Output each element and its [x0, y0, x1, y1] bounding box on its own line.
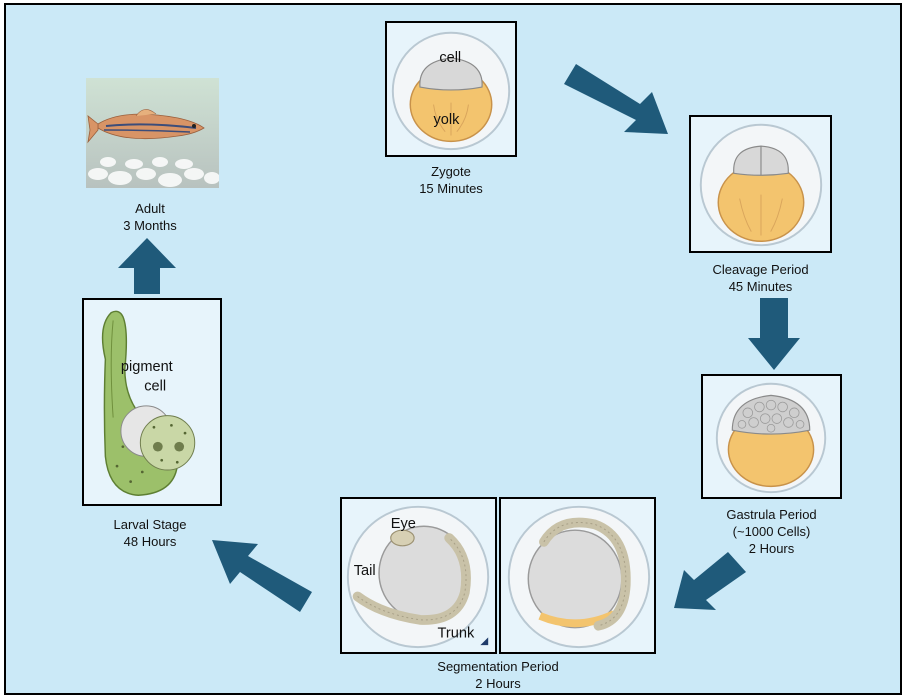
- larval-title: Larval Stage: [90, 516, 210, 533]
- segmentation-label-tail: Tail: [354, 563, 376, 579]
- gastrula-caption: Gastrula Period (~1000 Cells) 2 Hours: [695, 506, 848, 557]
- gastrula-cells: (~1000 Cells): [695, 523, 848, 540]
- cleavage-title: Cleavage Period: [690, 261, 831, 278]
- adult-time: 3 Months: [100, 217, 200, 234]
- larval-caption: Larval Stage 48 Hours: [90, 516, 210, 550]
- segmentation-label-trunk: Trunk: [438, 625, 475, 641]
- zygote-label-yolk: yolk: [434, 112, 461, 128]
- larval-label-pigment: pigment: [121, 359, 173, 375]
- cleavage-time: 45 Minutes: [690, 278, 831, 295]
- gastrula-title: Gastrula Period: [695, 506, 848, 523]
- adult-title: Adult: [100, 200, 200, 217]
- gastrula-illustration: [703, 376, 840, 497]
- larval-illustration: pigment cell: [84, 300, 220, 504]
- zygote-illustration: cell yolk: [387, 23, 515, 155]
- larval-label-cell: cell: [144, 378, 166, 394]
- cleavage-illustration: [691, 117, 830, 251]
- zygote-caption: Zygote 15 Minutes: [405, 163, 497, 197]
- zygote-time: 15 Minutes: [405, 180, 497, 197]
- cleavage-caption: Cleavage Period 45 Minutes: [690, 261, 831, 295]
- segmentation-caption: Segmentation Period 2 Hours: [408, 658, 588, 692]
- segmentation-panel-late: [499, 497, 656, 654]
- zygote-title: Zygote: [405, 163, 497, 180]
- zygote-panel: cell yolk: [385, 21, 517, 157]
- adult-fish-photo: [86, 78, 219, 188]
- adult-caption: Adult 3 Months: [100, 200, 200, 234]
- segmentation-time: 2 Hours: [408, 675, 588, 692]
- segmentation-early-illustration: Eye Tail Trunk: [342, 499, 495, 652]
- gastrula-panel: [701, 374, 842, 499]
- larval-time: 48 Hours: [90, 533, 210, 550]
- zygote-label-cell: cell: [439, 50, 461, 66]
- segmentation-late-illustration: [501, 499, 654, 652]
- segmentation-title: Segmentation Period: [408, 658, 588, 675]
- adult-fish-illustration: [86, 78, 219, 188]
- segmentation-label-eye: Eye: [391, 516, 416, 532]
- segmentation-panel-early: Eye Tail Trunk: [340, 497, 497, 654]
- larval-panel: pigment cell: [82, 298, 222, 506]
- gastrula-time: 2 Hours: [695, 540, 848, 557]
- cleavage-panel: [689, 115, 832, 253]
